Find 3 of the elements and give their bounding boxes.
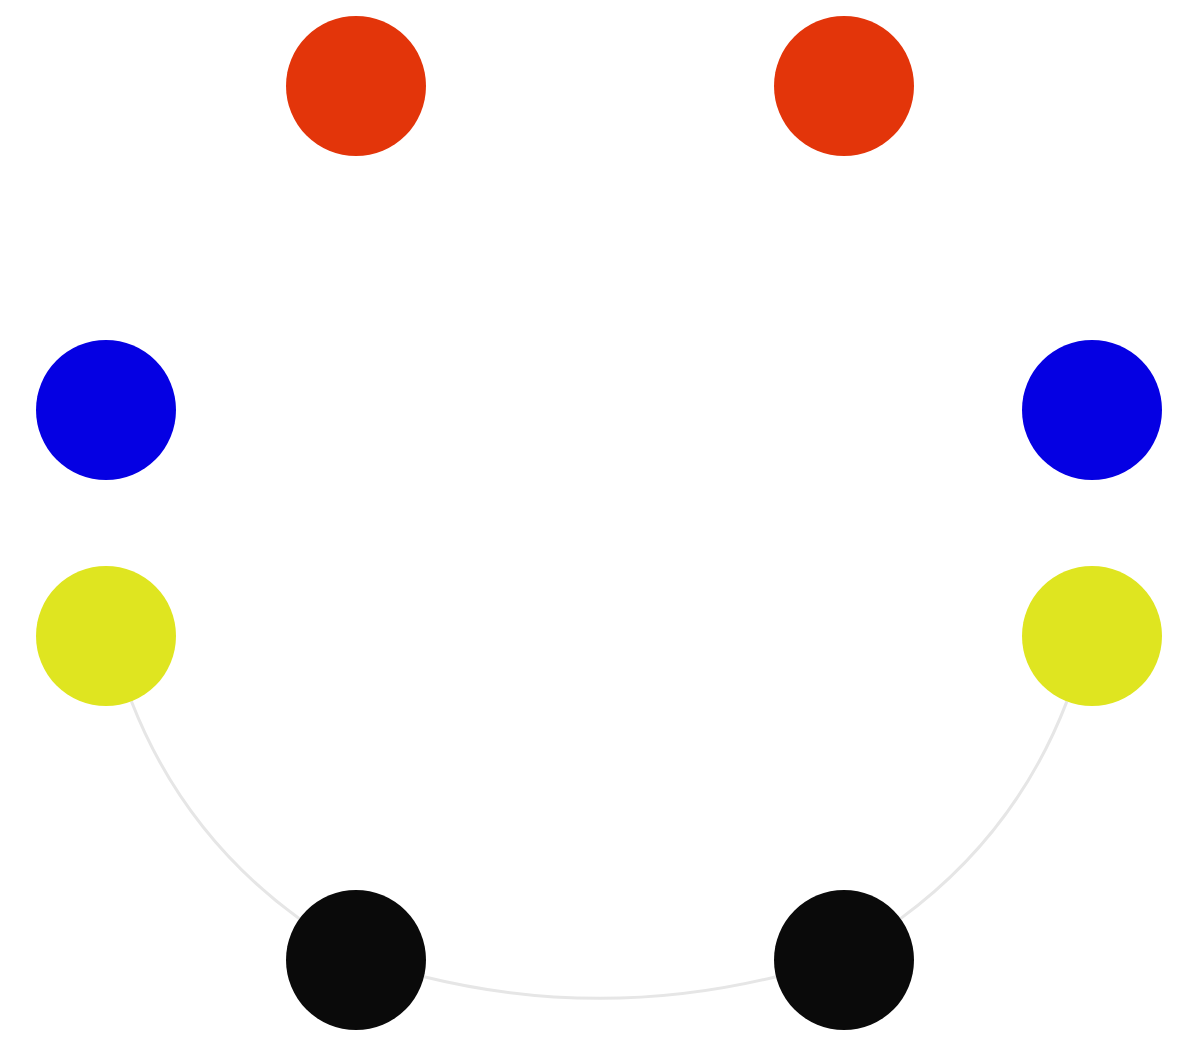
connector-line: [899, 700, 1069, 920]
connector-line: [423, 975, 777, 1000]
connector-line: [130, 700, 301, 920]
